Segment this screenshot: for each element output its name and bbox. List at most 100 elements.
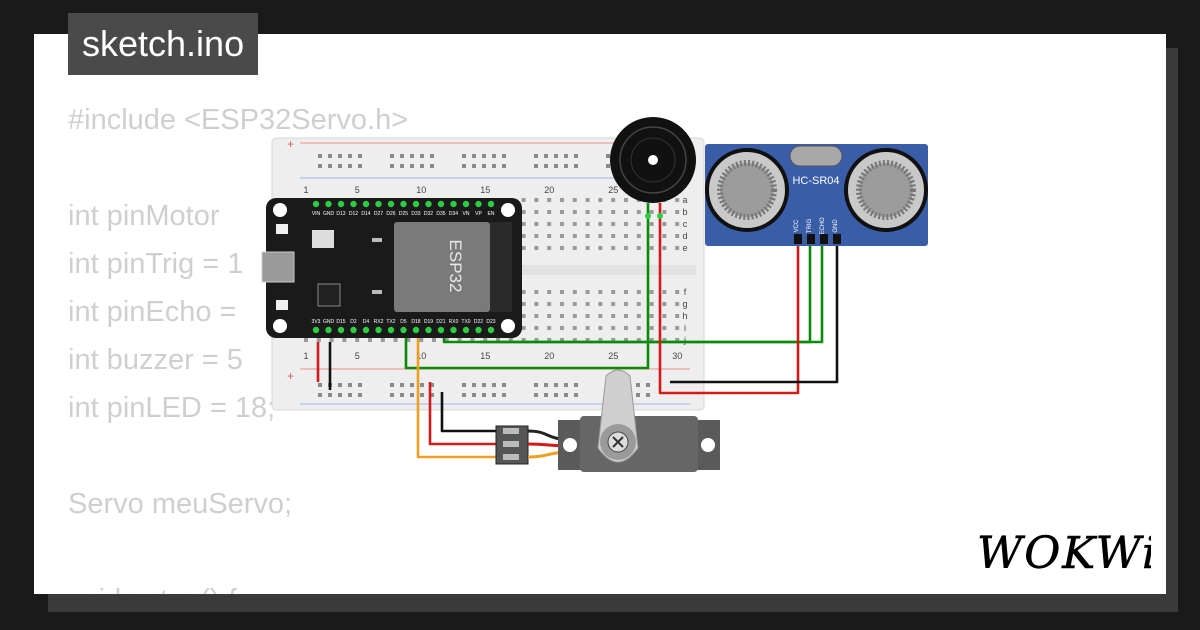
esp32-pin [425, 200, 432, 208]
rail-hole [420, 164, 424, 168]
esp32-pin [387, 326, 395, 334]
rail-hole [544, 154, 548, 158]
code-line: #include <ESP32Servo.h> [68, 104, 409, 136]
rail-hole [534, 164, 538, 168]
hole [624, 234, 628, 238]
esp32-pin [337, 326, 345, 334]
hole [636, 290, 641, 294]
hole [636, 222, 641, 226]
esp32-pin [362, 326, 370, 334]
hole [624, 290, 628, 294]
rail-hole [318, 164, 322, 168]
hole [534, 198, 539, 202]
hole [598, 314, 603, 318]
hole [649, 314, 654, 318]
esp32-pin-label: D13 [336, 211, 345, 217]
esp32-pin-label: VIN [312, 211, 321, 217]
esp32-pin [387, 200, 395, 208]
hole [636, 314, 641, 318]
column-number: 15 [480, 351, 490, 361]
rail-hole [410, 393, 414, 397]
hole [560, 234, 564, 238]
hole [342, 338, 347, 342]
sensor-pin [820, 234, 828, 244]
rail-hole [534, 393, 538, 397]
servo-body [580, 416, 698, 472]
hole [611, 198, 616, 202]
rail-hole [400, 383, 404, 387]
esp32-pin-label: D34 [449, 211, 458, 217]
buzzer [610, 117, 696, 219]
hole [572, 314, 577, 318]
hole [598, 198, 603, 202]
hole [624, 210, 628, 214]
sensor-pin-label: TRIG [807, 219, 813, 234]
transducer-mesh [720, 163, 774, 217]
esp32-pin-label: D12 [349, 211, 358, 217]
rail-hole [534, 383, 538, 387]
rail-hole [400, 154, 404, 158]
code-line: void setup() { [68, 576, 408, 594]
esp32-pin [462, 326, 470, 334]
servo-screw-cross [612, 436, 624, 448]
rail-hole [420, 154, 424, 158]
hole [662, 338, 667, 342]
hole [547, 222, 552, 226]
esp32-pin-label: D26 [386, 211, 395, 217]
column-number: 20 [544, 185, 554, 195]
rail-hole [554, 154, 558, 158]
rail-hole [338, 164, 342, 168]
hole [662, 326, 667, 330]
sensor-pin-label: VCC [794, 219, 800, 232]
hole [649, 234, 654, 238]
hole [611, 338, 616, 342]
hole [572, 338, 577, 342]
esp32-pin [475, 326, 482, 334]
rail-hole [554, 383, 558, 387]
esp32-pin-label: D21 [436, 319, 445, 325]
hole [611, 234, 616, 238]
column-number: 5 [355, 351, 360, 361]
hole [572, 234, 577, 238]
hole [304, 338, 308, 342]
esp32-pin [350, 200, 357, 208]
hole [534, 314, 539, 318]
row-letter: j [683, 335, 686, 345]
rail-hole [564, 383, 568, 387]
servo-motor [495, 369, 720, 472]
hole [585, 198, 590, 202]
hole [675, 222, 680, 226]
hole [560, 326, 564, 330]
column-number: 25 [608, 185, 618, 195]
esp32-pin [350, 326, 357, 334]
hole [662, 246, 667, 250]
esp32-pin [375, 326, 382, 334]
hole [419, 338, 424, 342]
transducer-mesh [859, 163, 913, 217]
rail-hole [564, 154, 568, 158]
hole [611, 210, 616, 214]
rail-hole [606, 164, 610, 168]
hole [572, 290, 577, 294]
rail-hole [482, 393, 486, 397]
button-boot [276, 300, 288, 310]
esp32-pin-label: EN [488, 211, 495, 217]
rail-hole [400, 393, 404, 397]
rail-hole [472, 393, 476, 397]
hole [444, 338, 449, 342]
hole [636, 326, 641, 330]
hole [598, 290, 603, 294]
hole [598, 302, 603, 306]
mount-hole [501, 203, 515, 217]
transducer-mesh [856, 160, 916, 220]
hole [534, 234, 539, 238]
row-letter: e [682, 243, 687, 253]
rail-hole [390, 164, 394, 168]
esp32-pin [325, 200, 332, 208]
rail-hole [636, 393, 640, 397]
button-en [276, 224, 288, 234]
hole [534, 246, 539, 250]
